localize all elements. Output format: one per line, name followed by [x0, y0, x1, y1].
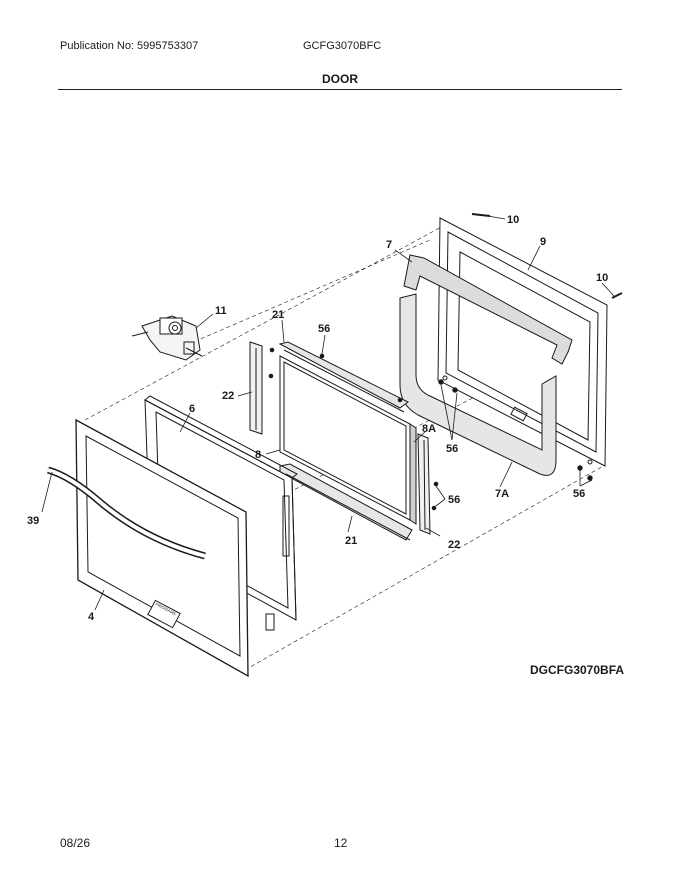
callout-8: 8	[255, 449, 261, 461]
callout-56-gasket: 56	[446, 443, 458, 455]
screws-56-left-channel	[268, 347, 275, 379]
callout-10-right: 10	[596, 272, 608, 284]
callout-7: 7	[386, 239, 392, 251]
hinge-11	[131, 315, 203, 361]
side-channel-22-right	[417, 433, 431, 535]
top-trim-bar-7	[403, 254, 573, 365]
callout-6: 6	[189, 403, 195, 415]
page-title: DOOR	[322, 72, 358, 86]
glass-trim-21-bottom	[279, 463, 413, 541]
screw-10-right	[611, 292, 623, 299]
callout-10-top: 10	[507, 214, 519, 226]
inner-door-panel-9	[437, 217, 608, 467]
callout-7A: 7A	[495, 488, 509, 500]
callout-labels: 10 9 7 10 11 21 56 22 6 8A 56 8 56 7A 56…	[27, 214, 608, 623]
handle-39	[46, 466, 206, 560]
glass-trim-21-top	[278, 341, 409, 413]
screws-56-gasket	[438, 379, 458, 393]
leader-lines	[41, 215, 615, 611]
callout-21-bottom: 21	[345, 535, 357, 547]
callout-8A: 8A	[422, 423, 436, 435]
callout-21-top: 21	[272, 309, 284, 321]
header-rule	[58, 89, 622, 90]
glass-edge-8A	[409, 423, 417, 525]
screw-56-glass	[397, 397, 403, 403]
callout-39: 39	[27, 515, 39, 527]
callout-22-left: 22	[222, 390, 234, 402]
screw-56-upper	[319, 353, 325, 359]
callout-9: 9	[540, 236, 546, 248]
screws-56-right-channel	[431, 481, 439, 511]
page-number: 12	[334, 836, 348, 850]
screws-56-bottom-right	[577, 465, 593, 481]
callout-22-right: 22	[448, 539, 460, 551]
side-channel-22-left	[249, 341, 263, 435]
publication-number: Publication No: 5995753307	[60, 40, 199, 52]
outer-door-4	[75, 418, 249, 678]
diagram-code: DGCFG3070BFA	[530, 663, 625, 677]
model-number: GCFG3070BFC	[303, 40, 382, 52]
callout-56-upper: 56	[318, 323, 330, 335]
callout-4: 4	[88, 611, 95, 623]
screw-10-top	[471, 213, 491, 217]
callout-56-right-channel: 56	[448, 494, 460, 506]
callout-56-bottom-right: 56	[573, 488, 585, 500]
footer-date: 08/26	[60, 836, 91, 850]
callout-11: 11	[215, 305, 227, 317]
